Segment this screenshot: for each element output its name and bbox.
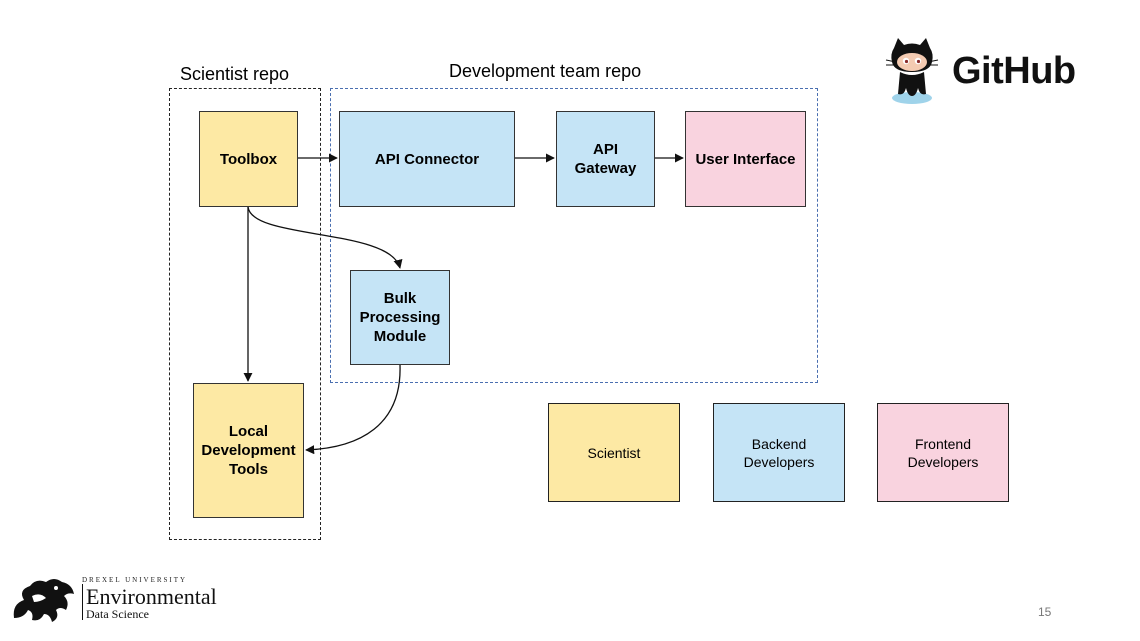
legend-backend: Backend Developers	[713, 403, 845, 502]
legend-frontend-label: Frontend Developers	[907, 435, 979, 470]
api-connector-label: API Connector	[374, 150, 480, 168]
bulk-processing-label: Bulk Processing Module	[359, 290, 441, 345]
scientist-repo-container	[169, 88, 321, 540]
local-dev-tools-node: Local Development Tools	[193, 383, 304, 518]
page-number: 15	[1038, 605, 1052, 619]
university-subtitle: Data Science	[86, 607, 149, 621]
api-gateway-node: API Gateway	[556, 111, 655, 207]
arrow-toolbox-to-bulk-processing	[247, 206, 403, 269]
dev-team-repo-container	[330, 88, 818, 383]
user-interface-node: User Interface	[685, 111, 806, 207]
octocat-icon	[885, 38, 939, 104]
legend-scientist-label: Scientist	[587, 444, 641, 461]
user-interface-label: User Interface	[695, 150, 796, 168]
legend-frontend: Frontend Developers	[877, 403, 1009, 502]
toolbox-node: Toolbox	[199, 111, 298, 207]
api-gateway-label: API Gateway	[574, 141, 637, 177]
arrow-bulk-processing-to-local-dev-tools	[305, 364, 401, 455]
api-connector-node: API Connector	[339, 111, 515, 207]
university-title: Environmental	[86, 584, 217, 609]
dev-team-repo-label: Development team repo	[449, 61, 642, 81]
legend-scientist: Scientist	[548, 403, 680, 502]
logo-divider	[82, 584, 83, 620]
bulk-processing-node: Bulk Processing Module	[350, 270, 450, 365]
local-dev-tools-label: Local Development Tools	[201, 423, 296, 478]
github-wordmark: GitHub	[952, 50, 1076, 92]
dragon-logo-icon	[13, 579, 74, 622]
legend-backend-label: Backend Developers	[743, 435, 815, 470]
scientist-repo-label: Scientist repo	[180, 64, 290, 84]
toolbox-label: Toolbox	[219, 150, 278, 168]
university-name-small: DREXEL UNIVERSITY	[82, 576, 188, 584]
